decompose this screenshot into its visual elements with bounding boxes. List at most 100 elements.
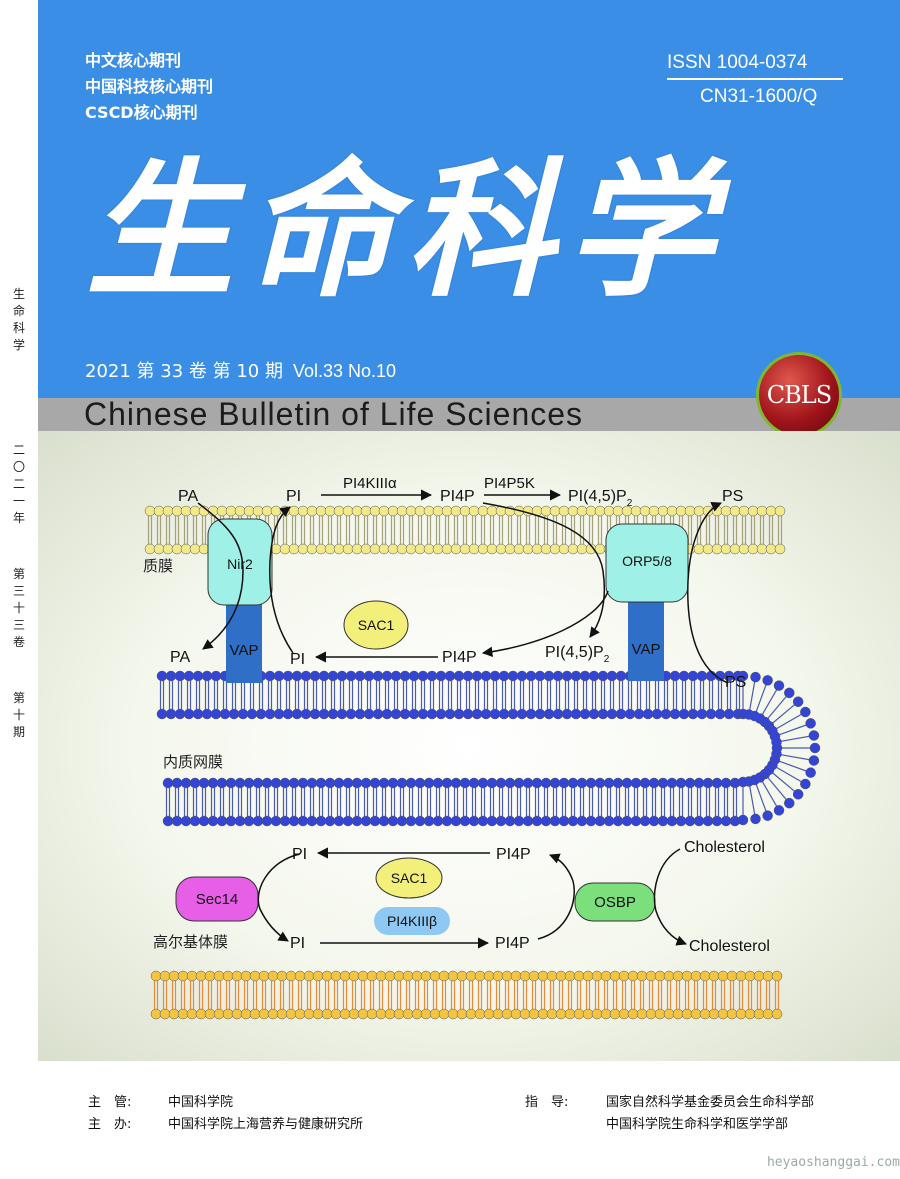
cn-number: CN31-1600/Q: [700, 86, 818, 107]
lipid-head: [510, 1008, 522, 1020]
lipid-head: [363, 708, 375, 720]
lipid-head: [441, 777, 453, 789]
lipid-head: [684, 777, 696, 789]
lipid-head: [666, 815, 678, 827]
lipid-head: [543, 670, 555, 682]
lipid-head: [495, 815, 507, 827]
lipid-head: [285, 970, 297, 982]
lipid-head: [513, 543, 525, 555]
lipid-head: [594, 815, 606, 827]
lipid-head: [234, 505, 246, 517]
lipid-head: [636, 970, 648, 982]
lipid-head: [525, 670, 537, 682]
spine-char: 科: [12, 321, 25, 335]
lipid-head: [198, 815, 210, 827]
lipid-head: [618, 1008, 630, 1020]
lipid-head: [618, 970, 630, 982]
lipid-head: [681, 970, 693, 982]
lipid-head: [645, 970, 657, 982]
lipid-head: [522, 543, 534, 555]
lipid-head: [192, 708, 204, 720]
lipid-head: [765, 505, 777, 517]
lipid-head: [408, 670, 420, 682]
lipid-head: [234, 815, 246, 827]
lipid-head: [808, 730, 820, 741]
lipid-head: [408, 708, 420, 720]
lipid-head: [624, 708, 636, 720]
lipid-head: [312, 970, 324, 982]
lipid-head: [723, 708, 735, 720]
lipid-head: [180, 777, 192, 789]
lipid-head: [375, 970, 387, 982]
sac1-label-er: SAC1: [358, 617, 395, 633]
spine-char: 十: [12, 601, 25, 615]
lipid-head: [450, 505, 462, 517]
lipid-head: [648, 505, 660, 517]
lipid-head: [222, 970, 234, 982]
lipid-head: [627, 970, 639, 982]
lipid-head: [381, 670, 393, 682]
lipid-head: [576, 815, 588, 827]
lipid-head: [171, 505, 183, 517]
lipid-head: [693, 815, 705, 827]
lipid-head: [678, 708, 690, 720]
lipid-head: [489, 670, 501, 682]
lipid-head: [207, 815, 219, 827]
lipid-head: [576, 505, 588, 517]
lipid-head: [489, 708, 501, 720]
lipid-head: [800, 778, 811, 790]
lipid-head: [258, 1008, 270, 1020]
lipid-head: [369, 777, 381, 789]
lipid-head: [567, 815, 579, 827]
lipid-head: [297, 543, 309, 555]
lipid-head: [390, 708, 402, 720]
lipid-head: [669, 708, 681, 720]
lipid-cholesterol-er: Cholesterol: [684, 839, 765, 856]
lipid-head: [417, 670, 429, 682]
lipid-head: [315, 543, 327, 555]
lipid-head: [360, 505, 372, 517]
lipid-head: [387, 777, 399, 789]
lipid-head: [773, 805, 785, 816]
lipid-head: [773, 680, 785, 691]
lipid-head: [327, 670, 339, 682]
lipid-head: [354, 670, 366, 682]
lipid-head: [288, 777, 300, 789]
lipid-head: [441, 505, 453, 517]
lipid-head: [636, 1008, 648, 1020]
lipid-head: [675, 815, 687, 827]
spine-char: 卷: [12, 635, 25, 649]
lipid-head: [249, 970, 261, 982]
lipid-head: [432, 777, 444, 789]
lipid-head: [504, 815, 516, 827]
lipid-head: [582, 1008, 594, 1020]
lipid-head: [762, 675, 773, 686]
lipid-head: [270, 505, 282, 517]
lipid-head: [162, 777, 174, 789]
lipid-head: [369, 815, 381, 827]
lipid-head: [720, 815, 732, 827]
spine-char: 二: [12, 443, 25, 457]
lipid-head: [303, 970, 315, 982]
lipid-head: [507, 670, 519, 682]
lipid-head: [216, 815, 228, 827]
lipid-head: [375, 1008, 387, 1020]
lipid-head: [393, 1008, 405, 1020]
lipid-head: [222, 1008, 234, 1020]
lipid-tail: [764, 773, 790, 804]
lipid-head: [540, 815, 552, 827]
lipid-head: [183, 708, 195, 720]
lipid-head: [792, 789, 804, 800]
lipid-head: [363, 670, 375, 682]
spine-volume: 第三十三卷: [0, 566, 38, 651]
lipid-head: [579, 670, 591, 682]
er-membrane: [156, 670, 821, 827]
lipid-head: [663, 970, 675, 982]
lipid-head: [729, 505, 741, 517]
lipid-pi4p-top: PI4P: [440, 488, 475, 505]
lipid-tail: [768, 769, 799, 795]
arrow-ps-transfer: [687, 502, 729, 684]
arrow-osbp-pi4p: [537, 853, 575, 940]
lipid-head: [423, 505, 435, 517]
lipid-head: [423, 543, 435, 555]
